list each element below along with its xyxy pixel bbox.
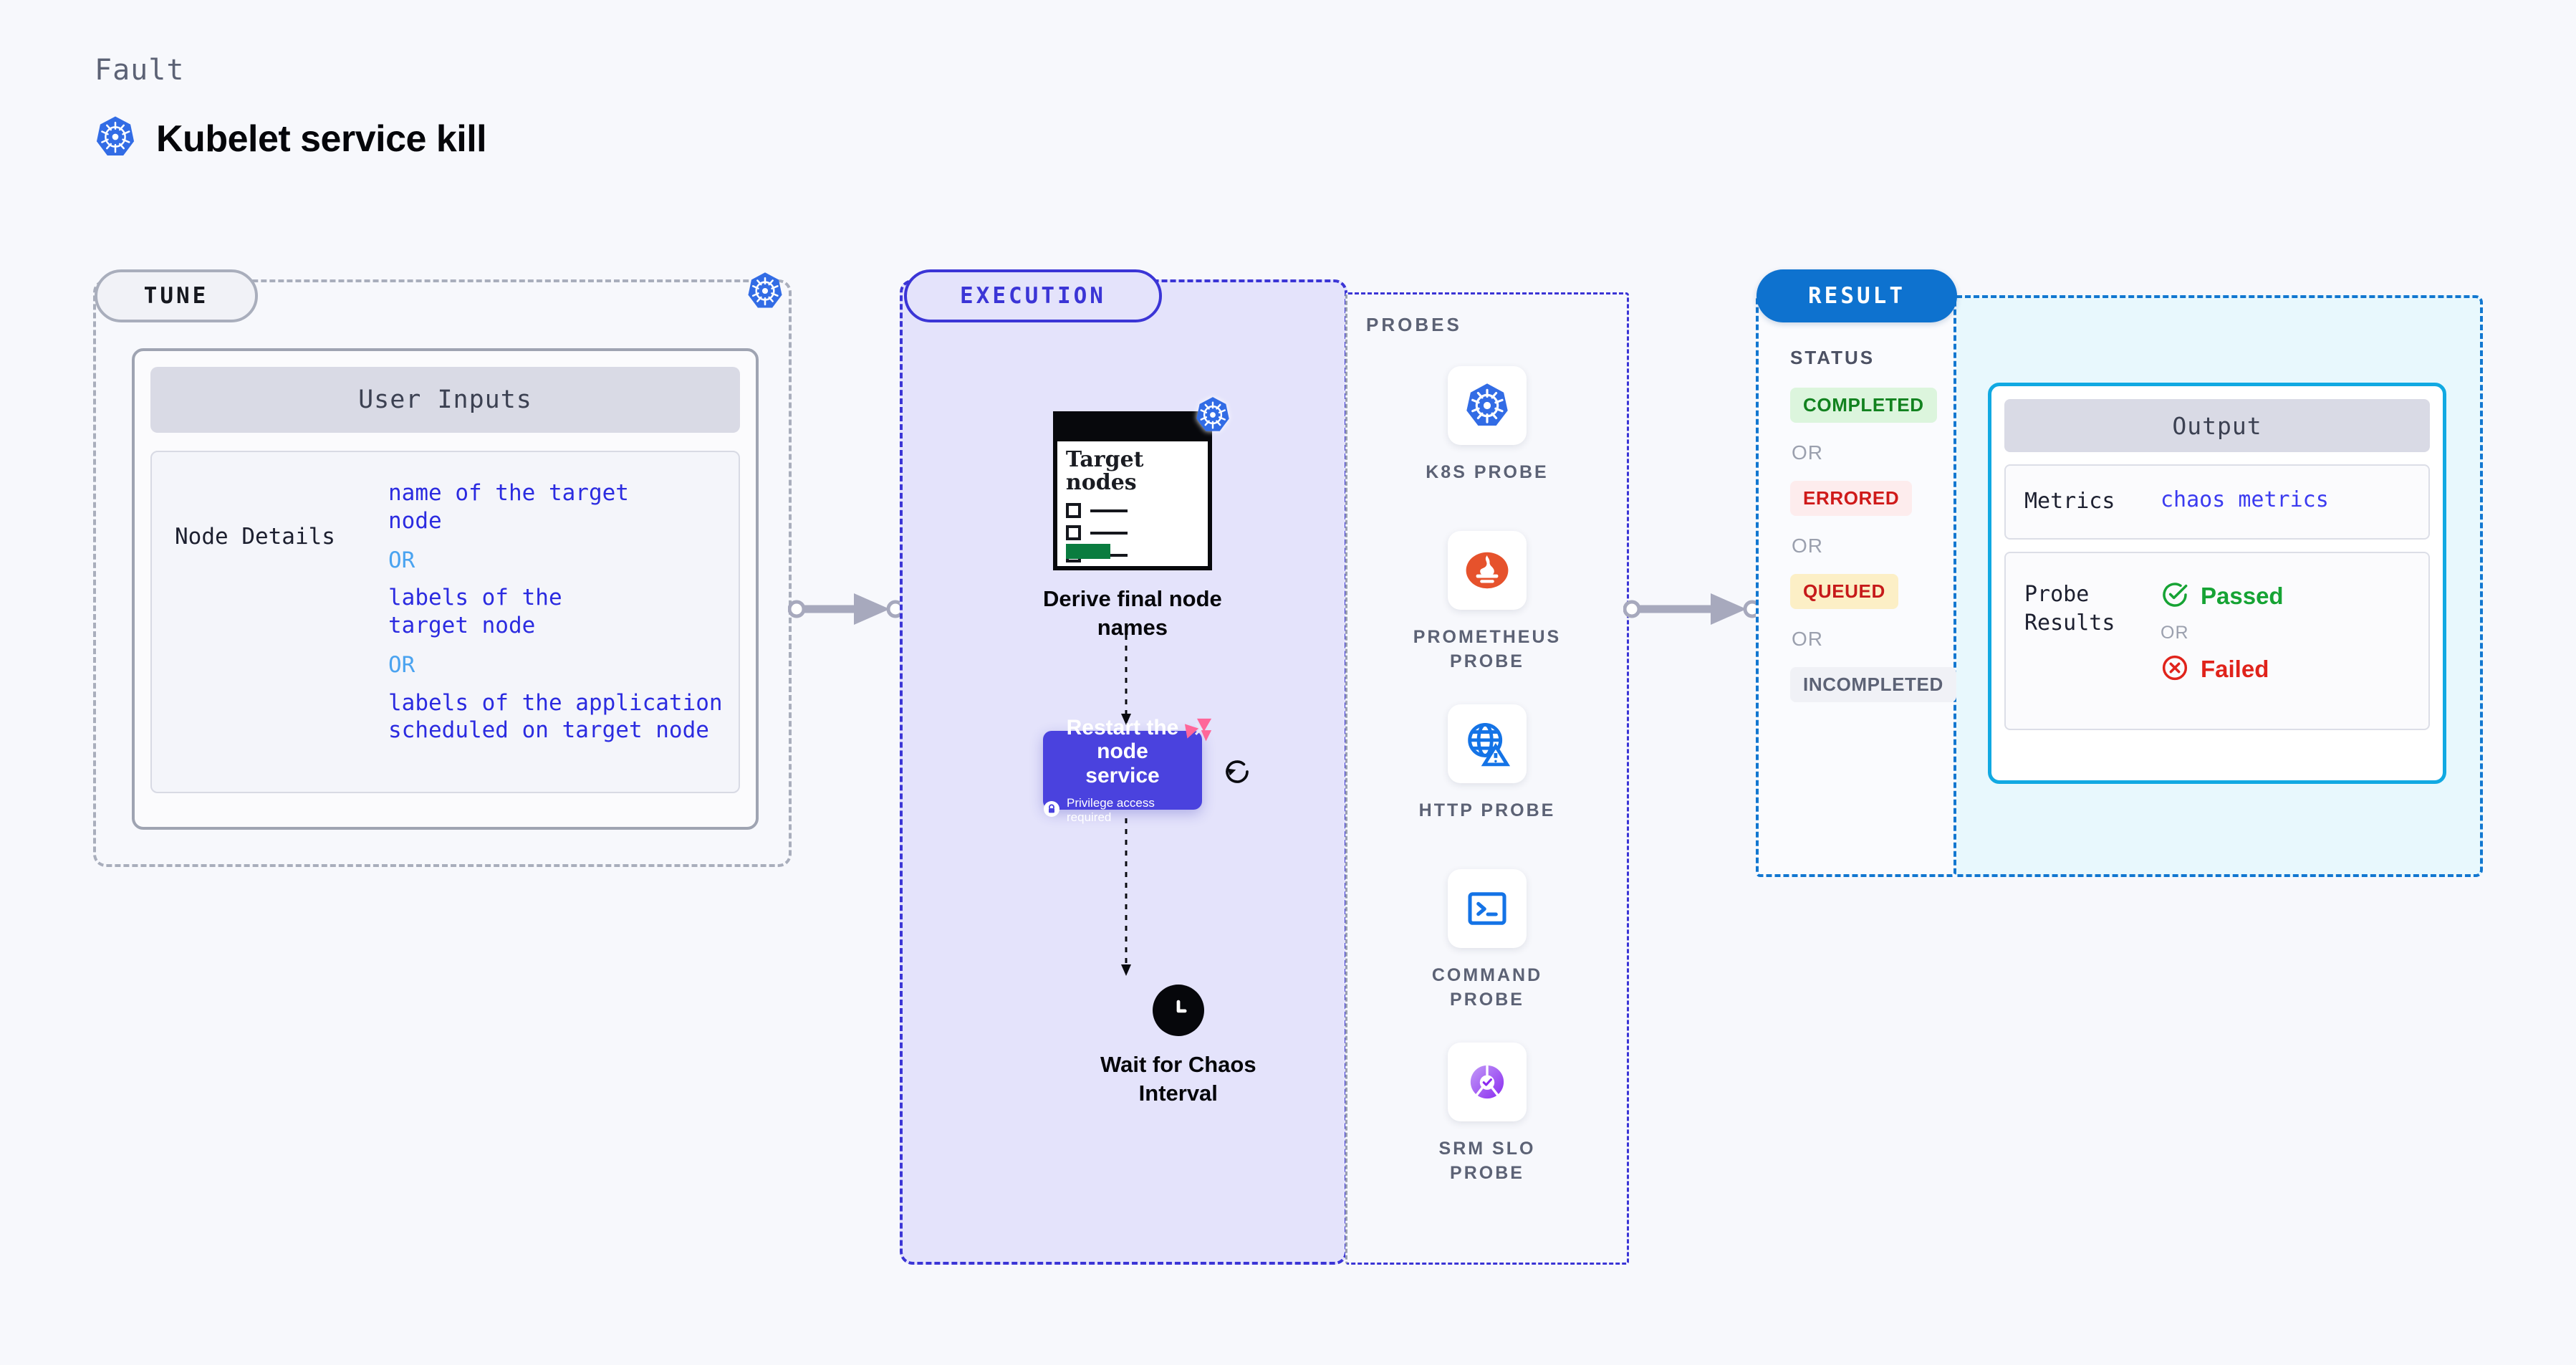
node-value-app-labels-line1: labels of the application <box>388 689 723 716</box>
node-value-name-line2: node <box>388 507 442 534</box>
probes-panel: PROBES K8S PROBE <box>1345 292 1629 1265</box>
page-eyebrow: Fault <box>95 54 185 87</box>
tune-kubernetes-badge-icon <box>745 271 785 315</box>
status-or-3: OR <box>1792 628 1823 650</box>
node-value-or-2: OR <box>388 651 415 678</box>
probe-item-http[interactable]: HTTP PROBE <box>1347 704 1627 823</box>
kubernetes-logo-icon <box>93 115 138 163</box>
probe-results-values: Passed OR Failed <box>2161 580 2284 686</box>
flow-node-derive-node-names[interactable]: Target nodes <box>1043 397 1229 641</box>
result-output-column: Output Metrics chaos metrics Probe Resul… <box>1956 295 2483 877</box>
flow-arrow-restart-to-wait <box>1121 818 1131 976</box>
derive-node-names-caption: Derive final node names <box>1043 586 1222 640</box>
connector-tune-to-execution <box>788 593 905 625</box>
status-badge-incompleted: INCOMPLETED <box>1790 667 1956 702</box>
node-value-app-labels-line2: scheduled on target node <box>388 717 709 744</box>
target-nodes-card: Target nodes <box>1052 397 1229 570</box>
status-or-1: OR <box>1792 441 1823 464</box>
checklist-row <box>1065 525 1128 540</box>
result-status-column: STATUS COMPLETED OR ERRORED OR QUEUED OR… <box>1756 295 1956 877</box>
node-details-values: name of the target node OR labels of the… <box>388 479 739 744</box>
metrics-value-link[interactable]: chaos metrics <box>2161 487 2329 512</box>
probe-results-key: Probe Results <box>2024 581 2115 636</box>
probe-label: K8S PROBE <box>1426 462 1549 482</box>
restart-node-service-box[interactable]: Restart the node service Privilege acces… <box>1043 716 1249 824</box>
target-nodes-kubernetes-badge-icon <box>1193 396 1232 438</box>
output-card: Output Metrics chaos metrics Probe Resul… <box>1988 383 2446 784</box>
output-metrics-row: Metrics chaos metrics <box>2004 464 2430 540</box>
tune-panel: User Inputs Node Details name of the tar… <box>93 279 792 867</box>
wait-chaos-interval-caption: Wait for Chaos Interval <box>1100 1052 1256 1106</box>
status-badge-errored: ERRORED <box>1790 481 1913 516</box>
probe-label: PROMETHEUS PROBE <box>1413 627 1562 671</box>
status-badge-completed: COMPLETED <box>1790 388 1937 423</box>
kubernetes-logo-icon <box>1448 366 1527 445</box>
tune-panel-pill[interactable]: TUNE <box>95 269 258 322</box>
clock-icon <box>1152 985 1204 1036</box>
output-probe-results-row: Probe Results Passed OR <box>2004 551 2430 730</box>
probe-item-prometheus[interactable]: PROMETHEUS PROBE <box>1347 531 1627 674</box>
node-value-or-1: OR <box>388 547 415 573</box>
flow-node-restart-node-service[interactable]: Restart the node service Privilege acces… <box>1043 716 1249 824</box>
flow-node-wait-chaos-interval[interactable]: Wait for Chaos Interval <box>1100 985 1256 1107</box>
terminal-icon <box>1448 869 1527 948</box>
probe-item-srm-slo[interactable]: SRM SLO PROBE <box>1347 1043 1627 1186</box>
checklist-row <box>1065 503 1128 518</box>
target-nodes-card-titlebar <box>1052 411 1212 441</box>
node-value-name-line1: name of the target <box>388 480 629 506</box>
probes-title: PROBES <box>1366 314 1462 335</box>
x-circle-icon <box>2161 653 2189 686</box>
page-title: Kubelet service kill <box>156 118 487 160</box>
page-title-row: Kubelet service kill <box>93 115 487 163</box>
connector-execution-to-result <box>1623 593 1762 625</box>
node-value-labels-line2: target node <box>388 613 536 638</box>
node-details-key: Node Details <box>175 524 335 550</box>
tune-pill-label: TUNE <box>143 283 209 309</box>
target-nodes-card-title: Target nodes <box>1065 447 1144 496</box>
execution-panel-pill[interactable]: EXECUTION <box>904 269 1162 322</box>
probe-result-failed: Failed <box>2161 653 2284 686</box>
status-badge-queued: QUEUED <box>1790 574 1898 609</box>
node-value-labels-line1: labels of the <box>388 585 562 611</box>
user-inputs-body: Node Details name of the target node OR … <box>150 451 740 793</box>
probe-result-passed-label: Passed <box>2201 583 2284 609</box>
restart-node-service-title: Restart the node service <box>1066 715 1179 787</box>
prometheus-logo-icon <box>1448 531 1527 610</box>
placeholder-line <box>1090 531 1128 535</box>
user-inputs-card: User Inputs Node Details name of the tar… <box>132 348 759 830</box>
globe-warning-icon <box>1448 704 1527 783</box>
metrics-key: Metrics <box>2024 489 2115 514</box>
probe-item-command[interactable]: COMMAND PROBE <box>1347 869 1627 1012</box>
probe-label: COMMAND PROBE <box>1431 965 1543 1010</box>
checkbox-icon <box>1065 525 1081 540</box>
status-or-2: OR <box>1792 535 1823 557</box>
probe-label: HTTP PROBE <box>1418 800 1556 820</box>
probe-result-passed: Passed <box>2161 580 2284 613</box>
privilege-note-text: Privilege access required <box>1067 796 1155 825</box>
lock-icon <box>1043 800 1060 821</box>
slo-gauge-icon <box>1448 1043 1527 1121</box>
probe-result-failed-label: Failed <box>2201 656 2269 682</box>
checkbox-icon <box>1065 503 1081 518</box>
placeholder-line <box>1090 509 1128 512</box>
result-panel-pill[interactable]: RESULT <box>1756 269 1957 322</box>
check-circle-icon <box>2161 580 2189 613</box>
flow-arrow-derive-to-restart <box>1121 635 1131 725</box>
probe-item-k8s[interactable]: K8S PROBE <box>1347 366 1627 485</box>
litmus-chaos-icon <box>1181 717 1213 753</box>
execution-panel: Target nodes <box>900 279 1347 1265</box>
user-inputs-header: User Inputs <box>150 367 740 433</box>
result-pill-label: RESULT <box>1808 283 1905 309</box>
privilege-note: Privilege access required <box>1043 796 1202 825</box>
probe-label: SRM SLO PROBE <box>1438 1139 1536 1183</box>
refresh-icon[interactable] <box>1222 757 1252 790</box>
target-nodes-submit-bar <box>1065 544 1110 559</box>
status-title: STATUS <box>1790 347 1875 368</box>
probe-result-or: OR <box>2161 622 2189 643</box>
execution-pill-label: EXECUTION <box>960 283 1106 309</box>
output-card-header: Output <box>2004 399 2430 452</box>
